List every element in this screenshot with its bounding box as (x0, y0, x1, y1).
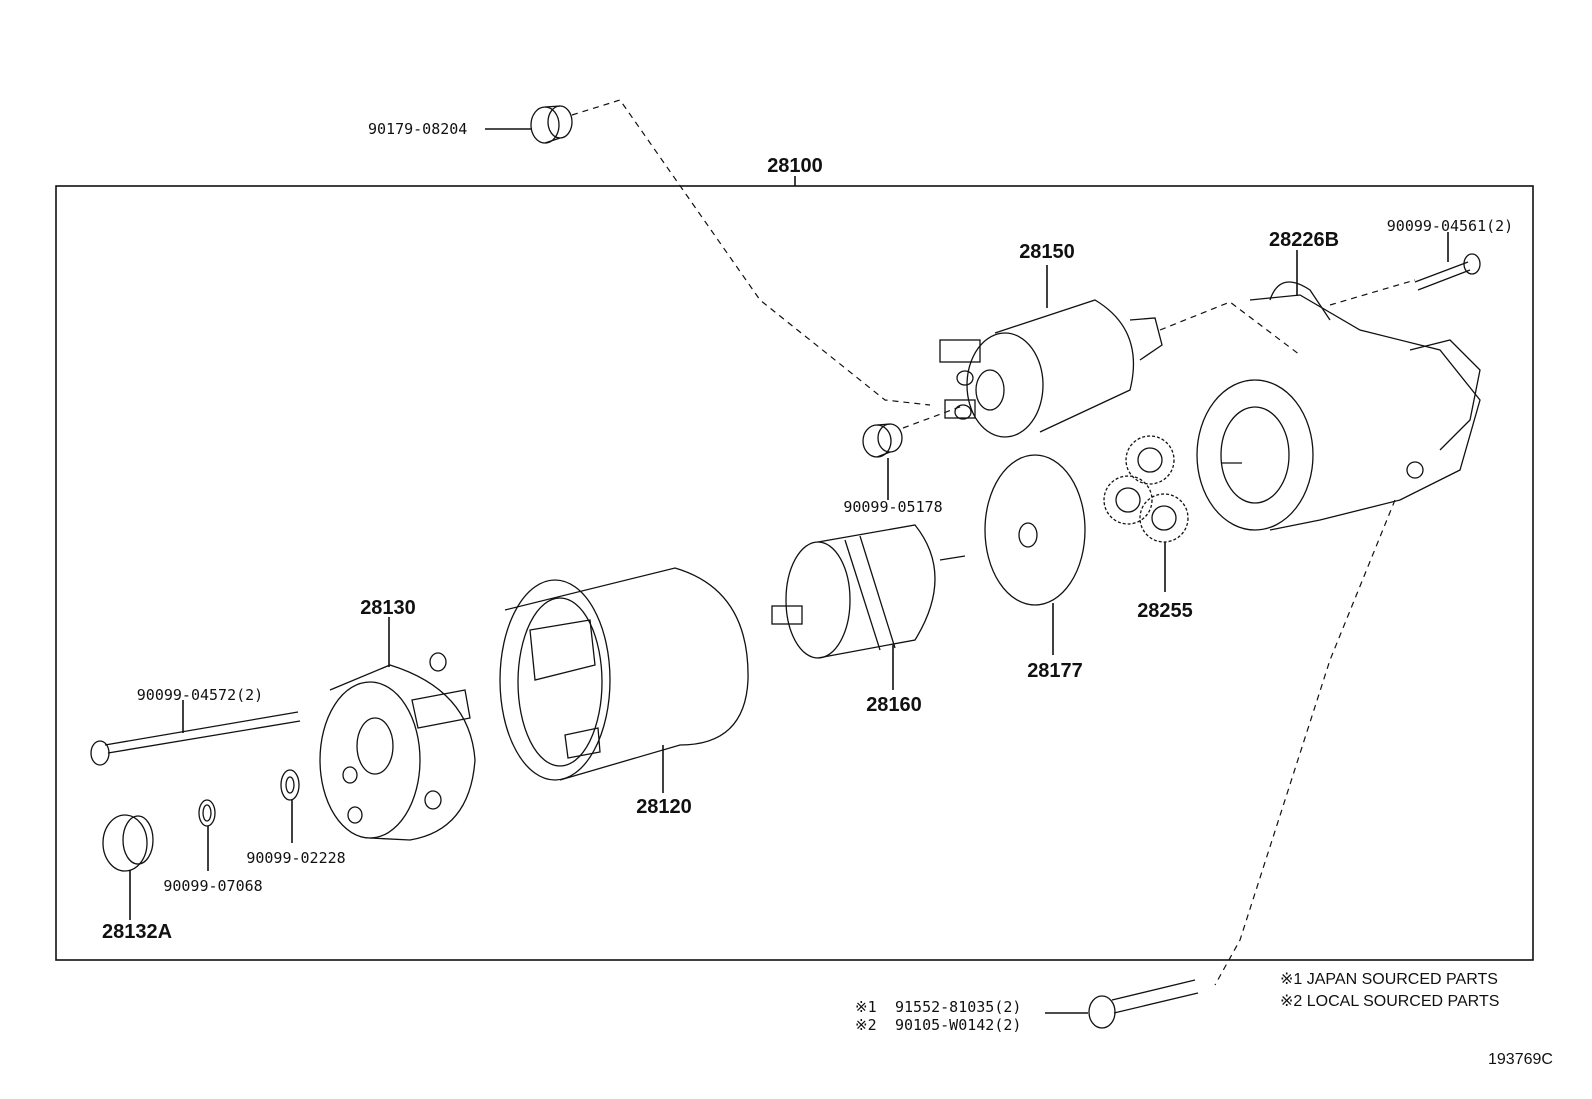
nut-part (862, 423, 903, 458)
label-end-frame: 28130 (360, 597, 416, 619)
end-frame-part (319, 652, 476, 841)
label-armature: 28160 (866, 694, 922, 716)
dashed-line-solenoid (1159, 301, 1301, 356)
note-local: ※2 LOCAL SOURCED PARTS (1280, 993, 1499, 1010)
bottom-bolt-mark-2: ※2 (855, 1016, 877, 1034)
plate-part (984, 454, 1086, 606)
dashed-line-bottom-bolt (1214, 499, 1396, 986)
gears-part (1103, 435, 1189, 543)
cap-part (102, 814, 154, 872)
solenoid-part (939, 299, 1163, 438)
label-housing: 28226B (1269, 229, 1339, 251)
dashed-line-top-screw (571, 99, 931, 406)
bolt-top-right-part (1414, 253, 1481, 291)
dashed-line-top-bolt (1329, 279, 1416, 306)
label-through-bolt: 90099-04572(2) (137, 686, 263, 704)
bottom-bolt-part (1088, 979, 1199, 1029)
through-bolt-part (90, 711, 301, 766)
label-bottom-bolt-japan: 91552-81035(2) (895, 998, 1021, 1016)
yoke-part (499, 567, 749, 781)
label-solenoid: 28150 (1019, 241, 1075, 263)
label-bottom-bolt-local: 90105-W0142(2) (895, 1016, 1021, 1034)
housing-part (1196, 281, 1481, 531)
assembly-label: 28100 (767, 155, 823, 177)
label-plate: 28177 (1027, 660, 1083, 682)
dashed-line-nut (902, 404, 966, 429)
clip-part (198, 799, 216, 827)
label-clip: 90099-07068 (163, 877, 262, 895)
label-bolt-top-right: 90099-04561(2) (1387, 217, 1513, 235)
label-nut: 90099-05178 (843, 498, 942, 516)
label-washer: 90099-02228 (246, 849, 345, 867)
label-screw-top: 90179-08204 (368, 120, 467, 138)
screw-top-part (530, 105, 573, 144)
label-yoke: 28120 (636, 796, 692, 818)
washer-part (280, 769, 300, 801)
armature-part (771, 524, 966, 659)
bottom-bolt-mark-1: ※1 (855, 998, 877, 1016)
label-gears: 28255 (1137, 600, 1193, 622)
note-japan: ※1 JAPAN SOURCED PARTS (1280, 971, 1498, 988)
label-cap: 28132A (102, 921, 172, 943)
diagram-id: 193769C (1488, 1051, 1553, 1068)
